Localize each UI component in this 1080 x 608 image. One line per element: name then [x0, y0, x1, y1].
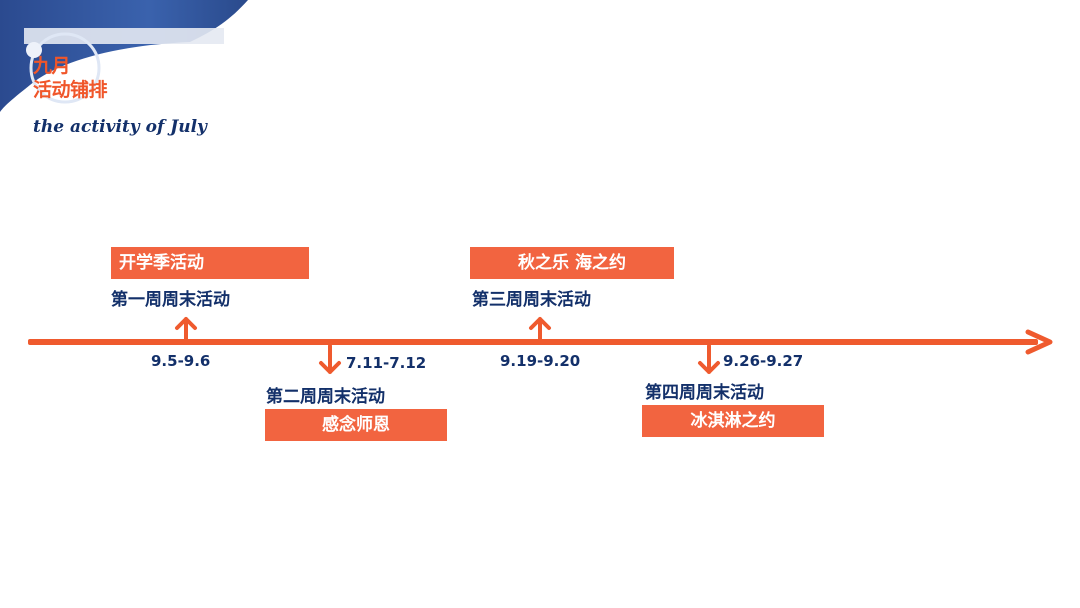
subtitle: the activity of July [33, 117, 207, 137]
event-2-tag-label: 感念师恩 [322, 415, 390, 435]
arrow-up-icon [175, 317, 197, 343]
event-3-tag-label: 秋之乐 海之约 [518, 253, 626, 273]
event-3-week: 第三周周末活动 [472, 290, 591, 310]
event-4-date: 9.26-9.27 [723, 352, 804, 370]
event-4-week: 第四周周末活动 [645, 383, 764, 403]
arrow-down-icon [319, 344, 341, 374]
event-4-tag-label: 冰淇淋之约 [690, 411, 776, 431]
title-activity-schedule: 活动铺排 [33, 79, 108, 101]
arrow-right-icon [1025, 329, 1053, 355]
event-3-tag: 秋之乐 海之约 [470, 247, 674, 279]
event-2-tag: 感念师恩 [265, 409, 447, 441]
event-3-date: 9.19-9.20 [500, 352, 581, 370]
event-1-date: 9.5-9.6 [151, 352, 211, 370]
event-1-tag: 开学季活动 [111, 247, 309, 279]
arrow-down-icon [698, 344, 720, 374]
corner-decoration [0, 0, 248, 112]
timeline-axis [28, 339, 1038, 345]
title-month: 九月 [33, 55, 71, 77]
event-2-week: 第二周周末活动 [266, 387, 385, 407]
event-1-tag-label: 开学季活动 [119, 253, 204, 273]
event-2-date: 7.11-7.12 [346, 354, 427, 372]
event-1-week: 第一周周末活动 [111, 290, 230, 310]
title-block: 九月 活动铺排 [33, 54, 108, 102]
event-4-tag: 冰淇淋之约 [642, 405, 824, 437]
arrow-up-icon [529, 317, 551, 343]
